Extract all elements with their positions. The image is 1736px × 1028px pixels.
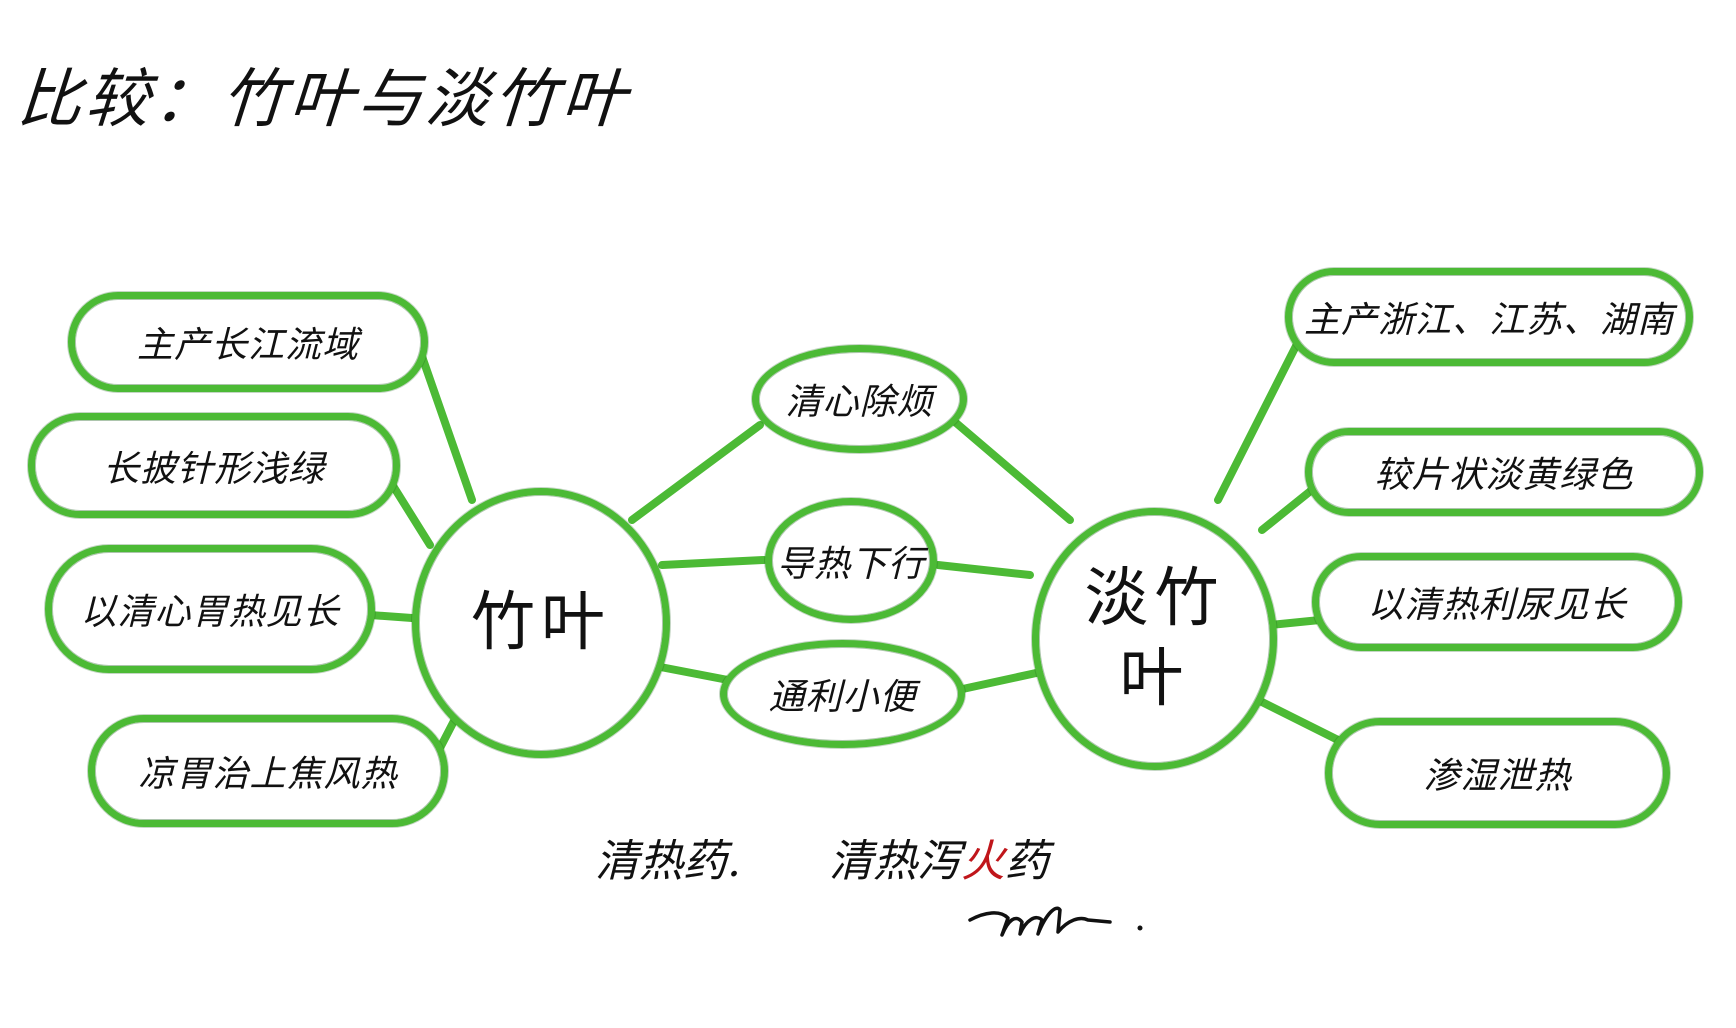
connector-left-1 — [414, 341, 476, 504]
note-heat-clearing: 清热药. — [595, 836, 741, 887]
connector-right-1 — [1214, 338, 1302, 504]
page-title: 比较：竹叶与淡竹叶 — [14, 63, 633, 137]
connector-right-shared-1 — [951, 418, 1074, 524]
left-attribute-appearance: 长披针形浅绿 — [28, 413, 400, 518]
connector-right-shared-3 — [954, 666, 1054, 694]
connector-right-2 — [1258, 481, 1322, 534]
shared-guide-heat-down: 导热下行 — [765, 498, 937, 623]
left-attribute-indication: 凉胃治上焦风热 — [88, 715, 448, 827]
right-attribute-action: 渗湿泄热 — [1325, 718, 1670, 828]
hub-bamboo-leaf-label: 竹叶 — [471, 586, 611, 660]
note-fire-character: 火 — [961, 836, 1005, 887]
squiggle-underline — [968, 906, 1143, 937]
hub-lophatherum: 淡竹叶 — [1032, 508, 1277, 770]
connector-left-shared-1 — [628, 421, 764, 524]
left-attribute-origin: 主产长江流域 — [68, 292, 428, 392]
connector-left-shared-3 — [646, 661, 732, 684]
shared-promote-urination: 通利小便 — [720, 640, 965, 748]
right-attribute-appearance: 较片状淡黄绿色 — [1305, 428, 1703, 516]
connector-right-3 — [1266, 616, 1324, 629]
connector-left-3 — [366, 611, 416, 622]
hub-lophatherum-label: 淡竹叶 — [1084, 562, 1225, 716]
note-heat-purging-suffix: 药 — [1005, 836, 1049, 887]
shared-clear-heart: 清心除烦 — [752, 345, 967, 453]
connector-right-shared-2 — [934, 561, 1034, 579]
hub-bamboo-leaf: 竹叶 — [412, 488, 670, 758]
classification-notes: 清热药. 清热泻火药 — [595, 825, 1049, 889]
right-attribute-strength: 以清热利尿见长 — [1312, 553, 1682, 651]
left-attribute-strength: 以清心胃热见长 — [45, 545, 375, 673]
connector-left-shared-2 — [658, 556, 768, 569]
right-attribute-origin: 主产浙江、江苏、湖南 — [1285, 268, 1693, 366]
note-heat-purging-prefix: 清热泻 — [829, 836, 961, 887]
